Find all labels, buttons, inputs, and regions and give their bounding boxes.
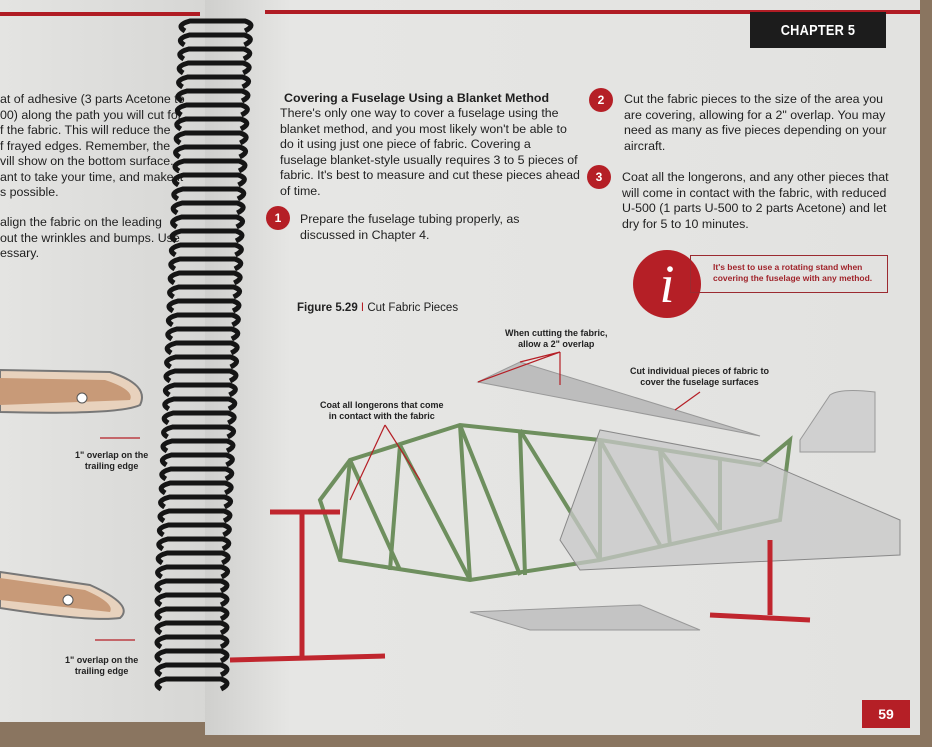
binding-coil [176,60,252,76]
binding-coil [168,242,244,258]
page-number: 59 [862,700,910,728]
label-overlap: When cutting the fabric, allow a 2" over… [505,328,608,349]
header-rule-right [265,10,920,14]
step-number-1: 1 [266,206,290,230]
binding-coil [163,368,239,384]
chapter-tab: CHAPTER 5 [750,12,886,48]
tip-box: It's best to use a rotating stand when c… [690,255,888,293]
binding-coil [157,508,233,524]
binding-coil [158,480,234,496]
binding-coil [154,592,230,608]
binding-coil [156,536,232,552]
binding-coil [173,130,249,146]
step-number-3: 3 [587,165,611,189]
binding-coil [166,298,242,314]
binding-coil [154,634,230,650]
binding-coil [154,578,230,594]
label-cut-pieces: Cut individual pieces of fabric to cover… [630,366,770,387]
binding-coil [159,452,235,468]
binding-coil [154,648,230,664]
section-intro: There's only one way to cover a fuselage… [280,106,580,198]
binding-coil [176,74,251,90]
binding-coil [164,354,239,370]
info-icon: i [633,250,701,318]
binding-coil [171,172,247,188]
binding-coil [154,606,230,622]
binding-coil [154,620,230,636]
binding-coil [155,550,231,566]
binding-coil [162,382,238,398]
figure-caption: Figure 5.29 I Cut Fabric Pieces [297,302,459,314]
label-coat-longerons: Coat all longerons that come in contact … [320,400,444,421]
stands [229,509,811,663]
binding-coil [154,676,230,692]
binding-coil [168,256,244,272]
binding-coil [156,522,232,538]
binding-coil [177,32,253,48]
label-trailing-edge-bottom: 1" overlap on the trailing edge [65,655,139,676]
binding-coil [178,18,254,34]
binding-coil [164,340,240,356]
fabric-pieces [469,361,876,631]
binding-coil [154,662,230,678]
binding-coil [165,312,241,328]
binding-coil [170,200,246,216]
binding-coil [161,424,236,440]
binding-coil [174,116,250,132]
step-2-text: Cut the fabric pieces to the size of the… [624,92,887,153]
binding-coil [170,214,245,230]
binding-coil [158,494,233,510]
binding-coil [169,228,245,244]
binding-coil [167,270,243,286]
binding-coil [160,438,236,454]
fabric-overlay [559,429,901,571]
step-number-2: 2 [589,88,613,112]
binding-coil [165,326,241,342]
section-title: Covering a Fuselage Using a Blanket Meth… [284,91,550,105]
wing-section-bottom [0,570,125,620]
binding-coil [162,396,238,412]
binding-coil [172,158,248,174]
step-1-text: Prepare the fuselage tubing properly, as… [300,212,520,242]
binding-coil [171,186,247,202]
label-trailing-edge-top: 1" overlap on the trailing edge [75,450,149,471]
leader-lines [95,351,701,641]
step-3-text: Coat all the longerons, and any other pi… [622,170,889,231]
binding-coil [174,102,250,118]
binding-coil [167,284,242,300]
binding-coil [175,88,251,104]
binding-coil [161,410,237,426]
binding-coil [177,46,253,62]
binding-coil [159,466,235,482]
binding-coil [155,564,230,580]
wing-section-top [0,368,143,414]
header-rule-left [0,12,200,16]
binding-coil [173,144,248,160]
